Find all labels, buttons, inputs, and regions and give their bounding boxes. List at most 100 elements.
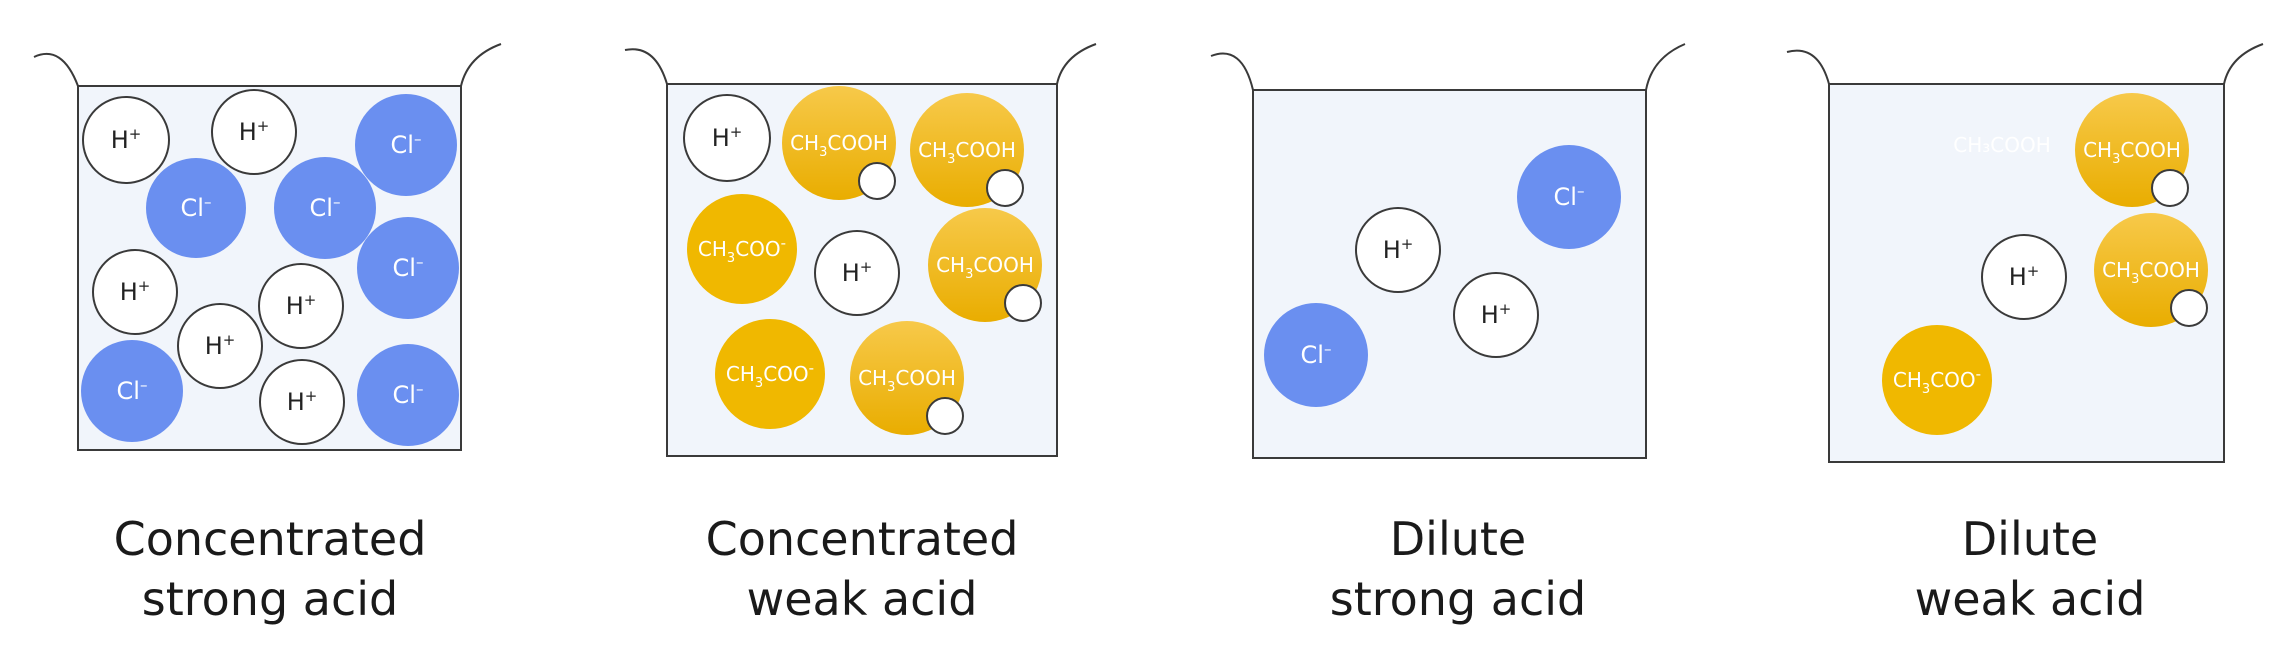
hydrogen-ion-label: H+ (286, 291, 317, 320)
acetate-ion-label: CH3COO- (1893, 365, 1981, 397)
hydrogen-ion-label: H+ (1383, 235, 1414, 264)
ion-ghost: CH₃COOH (1953, 133, 2051, 157)
hydrogen-ion-label: H+ (842, 258, 873, 287)
ion-ch3cooh: CH3COOH (2075, 93, 2189, 207)
beaker-left-lip (624, 48, 668, 85)
hydrogen-ion-label: H+ (120, 277, 151, 306)
hydrogen-ion-circle (1453, 272, 1539, 358)
bound-hydrogen-circle (858, 162, 896, 200)
chloride-ion-label: Cl– (310, 193, 341, 222)
ion-ch3coo: CH3COO- (715, 319, 825, 429)
ion-h: H+ (1981, 234, 2067, 320)
ion-cl: Cl– (274, 157, 376, 259)
caption-line-2: weak acid (747, 572, 978, 626)
ion-ch3cooh: CH3COOH (782, 86, 896, 200)
caption-line-1: Concentrated (114, 512, 427, 566)
acetic-acid-label: CH3COOH (858, 366, 956, 395)
chloride-ion-label: Cl– (391, 130, 422, 159)
bound-hydrogen-circle (2151, 169, 2189, 207)
caption-line-2: strong acid (1330, 572, 1586, 626)
caption-line-1: Dilute (1962, 512, 2098, 566)
ion-h: H+ (814, 230, 900, 316)
hydrogen-ion-circle (1981, 234, 2067, 320)
ion-ch3coo: CH3COO- (1882, 325, 1992, 435)
ion-cl: Cl– (357, 344, 459, 446)
ion-cl: Cl– (357, 217, 459, 319)
hydrogen-ion-label: H+ (111, 125, 142, 154)
chloride-ion-circle (355, 94, 457, 196)
chloride-ion-label: Cl– (117, 376, 148, 405)
hydrogen-ion-label: H+ (287, 387, 318, 416)
chloride-ion-circle (1264, 303, 1368, 407)
ion-cl: Cl– (1264, 303, 1368, 407)
chloride-ion-label: Cl– (393, 380, 424, 409)
hydrogen-ion-circle (82, 96, 170, 184)
chloride-ion-label: Cl– (1554, 182, 1585, 211)
chloride-ion-circle (357, 344, 459, 446)
acetic-acid-label: CH3COOH (936, 253, 1034, 282)
chloride-ion-circle (357, 217, 459, 319)
acetic-acid-label: CH3COOH (2102, 258, 2200, 287)
beaker-panel-dilute-strong: Cl– H+ H+ Cl– Dilute strong acid (1210, 43, 1686, 626)
acetic-acid-label: CH3COOH (918, 138, 1016, 167)
hydrogen-ion-label: H+ (712, 123, 743, 152)
chloride-ion-label: Cl– (181, 193, 212, 222)
ion-ch3cooh: CH3COOH (910, 93, 1024, 207)
chloride-ion-label: Cl– (1301, 340, 1332, 369)
hydrogen-ion-label: H+ (239, 117, 270, 146)
hydrogen-ion-circle (177, 303, 263, 389)
beaker-right-lip (2223, 43, 2264, 85)
ion-cl: Cl– (81, 340, 183, 442)
bound-hydrogen-circle (986, 169, 1024, 207)
acetate-ion-circle (687, 194, 797, 304)
hydrogen-ion-circle (683, 94, 771, 182)
acetate-ion-label: CH3COO- (698, 234, 786, 266)
ion-h: H+ (177, 303, 263, 389)
ion-cl: Cl– (355, 94, 457, 196)
hydrogen-ion-label: H+ (2009, 262, 2040, 291)
ion-h: H+ (82, 96, 170, 184)
ion-h: H+ (683, 94, 771, 182)
ion-h: H+ (211, 89, 297, 175)
acetic-acid-label: CH3COOH (2083, 138, 2181, 167)
ion-h: H+ (1453, 272, 1539, 358)
hydrogen-ion-circle (814, 230, 900, 316)
ion-cl: Cl– (1517, 145, 1621, 249)
beaker-panel-concentrated-strong: H+ H+ Cl– Cl– Cl– Cl– H+ H+ H+ Cl– H+ Cl– Concentrat… (33, 43, 502, 626)
beaker-left-lip (1786, 49, 1830, 85)
ion-ch3cooh: CH3COOH (850, 321, 964, 435)
hydrogen-ion-circle (259, 359, 345, 445)
ion-ch3cooh: CH3COOH (928, 208, 1042, 322)
ion-ch3cooh: CH3COOH (2094, 213, 2208, 327)
beaker-right-lip (460, 43, 502, 87)
hydrogen-ion-label: H+ (205, 331, 236, 360)
acetate-ion-circle (1882, 325, 1992, 435)
ion-h: H+ (1355, 207, 1441, 293)
ion-ch3coo: CH3COO- (687, 194, 797, 304)
ion-h: H+ (258, 263, 344, 349)
beaker-right-lip (1056, 43, 1097, 85)
bound-hydrogen-circle (1004, 284, 1042, 322)
beaker-left-lip (1210, 52, 1254, 91)
hydrogen-ion-circle (1355, 207, 1441, 293)
acetic-acid-label: CH3COOH (790, 131, 888, 160)
bound-hydrogen-circle (2170, 289, 2208, 327)
caption-line-1: Concentrated (706, 512, 1019, 566)
acetate-ion-circle (715, 319, 825, 429)
faint-acetic-acid-label: CH₃COOH (1953, 133, 2051, 157)
ion-h: H+ (259, 359, 345, 445)
ion-h: H+ (92, 249, 178, 335)
hydrogen-ion-circle (211, 89, 297, 175)
chloride-ion-circle (146, 158, 246, 258)
beaker-right-lip (1645, 43, 1686, 91)
acetate-ion-label: CH3COO- (726, 359, 814, 391)
beaker-left-lip (33, 52, 79, 87)
chloride-ion-circle (274, 157, 376, 259)
chloride-ion-circle (1517, 145, 1621, 249)
caption-line-1: Dilute (1390, 512, 1526, 566)
hydrogen-ion-circle (92, 249, 178, 335)
hydrogen-ion-label: H+ (1481, 300, 1512, 329)
caption-line-2: strong acid (142, 572, 398, 626)
